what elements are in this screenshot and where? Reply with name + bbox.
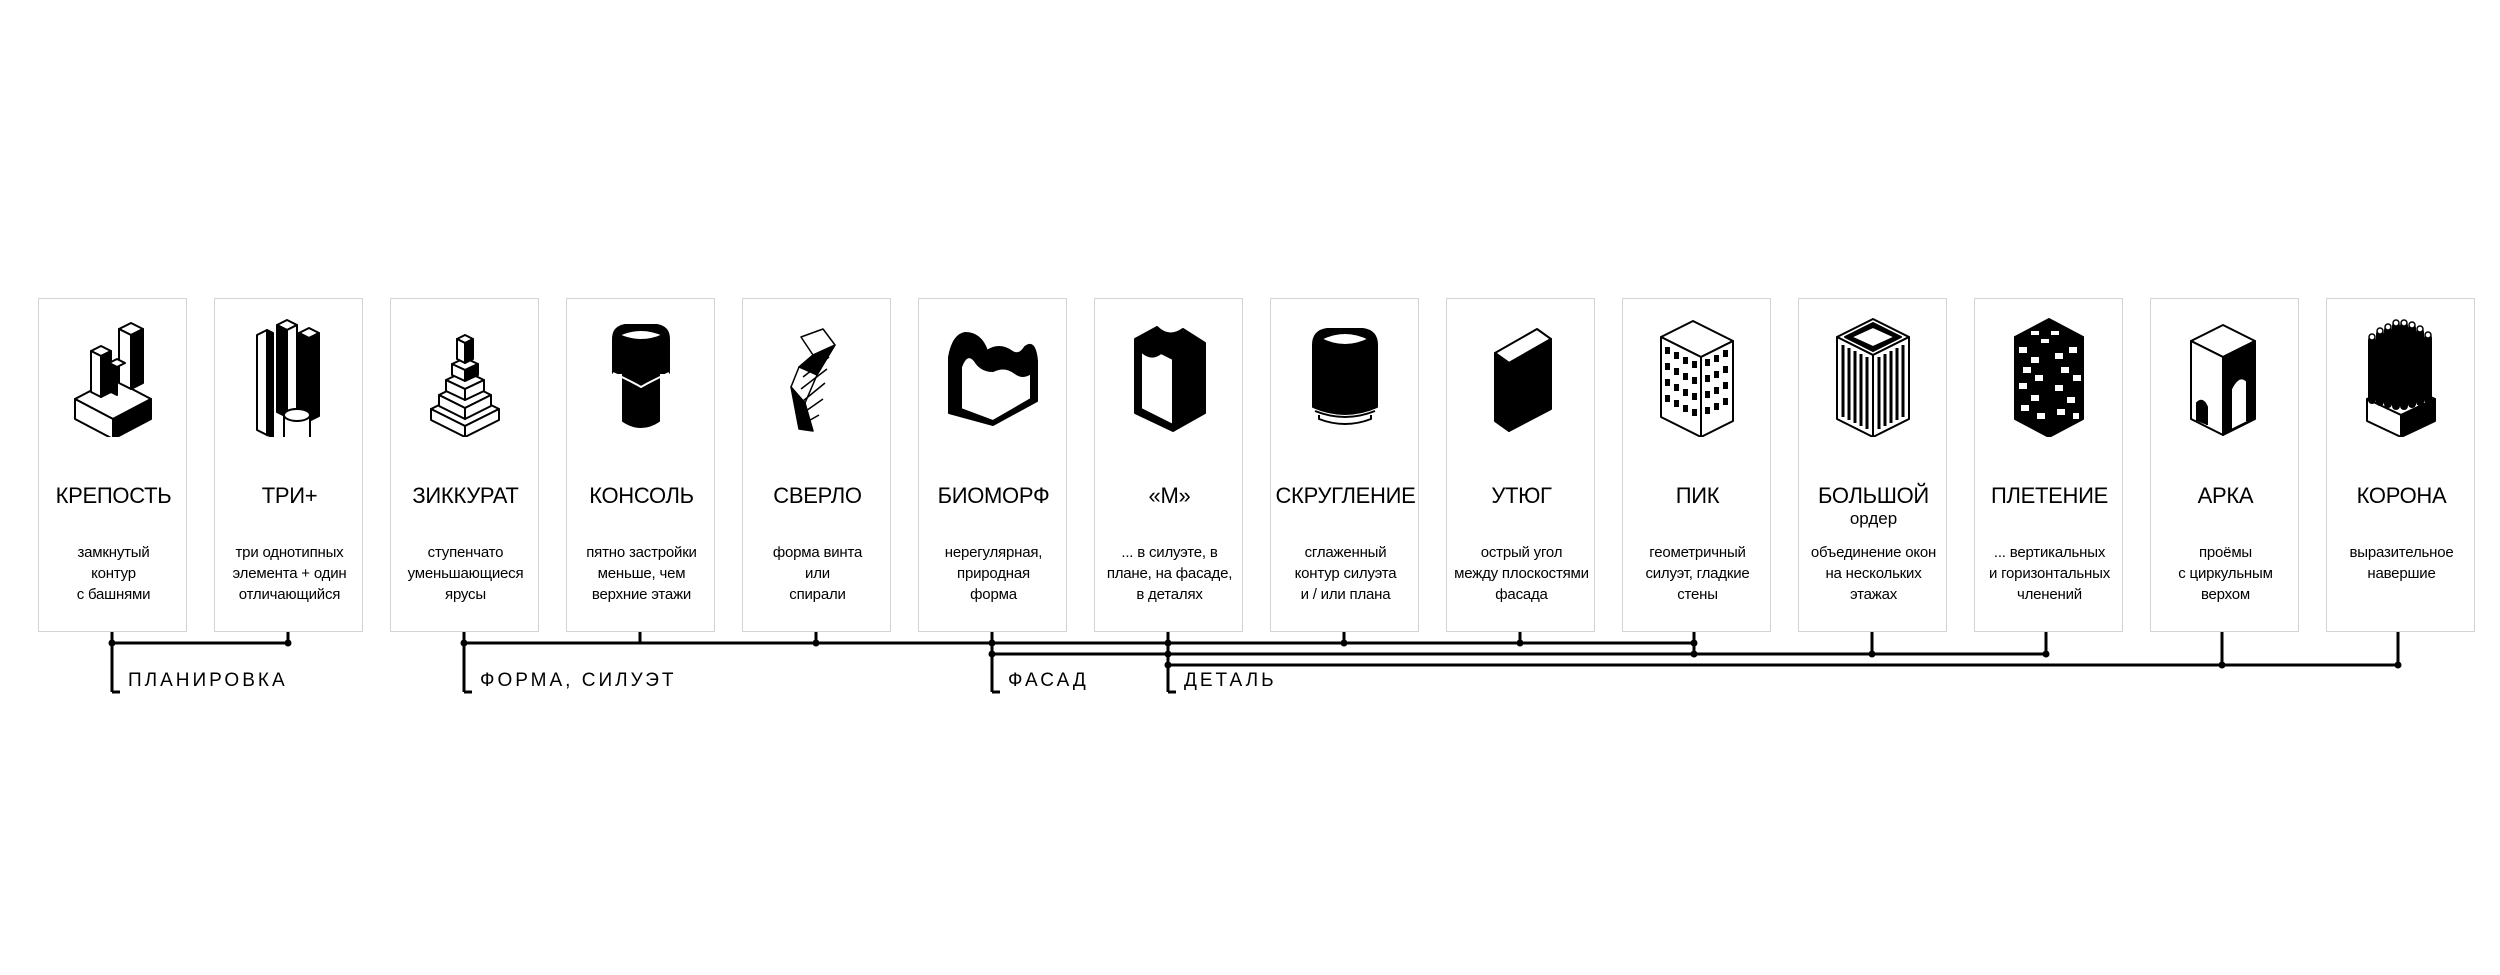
group-label-planirovka: ПЛАНИРОВКА	[128, 670, 288, 691]
card-sverlo: СВЕРЛО форма винта или спирали	[742, 298, 891, 632]
card-title: КОРОНА	[2356, 483, 2447, 508]
card-description: выразительное навершие	[2349, 544, 2454, 582]
card-title: БИОМОРФ	[937, 483, 1050, 508]
card-title: ПИК	[1675, 483, 1720, 508]
card-title: ПЛЕТЕНИЕ	[1990, 483, 2108, 508]
card-description: пятно застройки меньше, чем верхние этаж…	[586, 544, 697, 603]
card-utyug: УТЮГ острый угол между плоскостями фасад…	[1446, 298, 1595, 632]
card-korona: КОРОНА выразительное навершие	[2326, 298, 2475, 632]
peak-icon	[1623, 317, 1772, 437]
connector-detal	[1166, 632, 2400, 694]
card-skruglenie: СКРУГЛЕНИЕ сглаженный контур силуэта и /…	[1270, 298, 1419, 632]
arch-icon	[2151, 317, 2300, 437]
card-zikkurat: ЗИККУРАТ ступенчато уменьшающиеся ярусы	[390, 298, 539, 632]
card-title: ЗИККУРАТ	[412, 483, 519, 508]
card-title: АРКА	[2197, 483, 2254, 508]
card-description: нерегулярная, природная форма	[944, 544, 1043, 603]
group-label-detal: ДЕТАЛЬ	[1184, 670, 1277, 691]
card-description: сглаженный контур силуэта и / или плана	[1294, 544, 1397, 603]
card-title: «М»	[1148, 483, 1191, 508]
card-description: острый угол между плоскостями фасада	[1454, 544, 1589, 603]
three-plus-icon	[215, 317, 364, 437]
group-label-forma: ФОРМА, СИЛУЭТ	[480, 670, 677, 691]
card-title: БОЛЬШОЙ	[1818, 483, 1929, 508]
card-title: ТРИ+	[261, 483, 318, 508]
flatiron-icon	[1447, 317, 1596, 437]
card-title: КРЕПОСТЬ	[55, 483, 172, 508]
card-biomorf: БИОМОРФ нерегулярная, природная форма	[918, 298, 1067, 632]
card-description: форма винта или спирали	[772, 544, 863, 603]
group-label-fasad: ФАСАД	[1008, 670, 1089, 691]
card-description: замкнутый контур с башнями	[76, 544, 151, 603]
card-arka: АРКА проёмы с циркульным верхом	[2150, 298, 2299, 632]
card-m: «М» ... в силуэте, в плане, на фасаде, в…	[1094, 298, 1243, 632]
card-pik: ПИК геометричный силуэт, гладкие стены	[1622, 298, 1771, 632]
rounding-icon	[1271, 317, 1420, 437]
card-description: проёмы с циркульным верхом	[2178, 544, 2273, 603]
m-shape-icon	[1095, 317, 1244, 437]
card-krepost: КРЕПОСТЬ замкнутый контур с башнями	[38, 298, 187, 632]
console-icon	[567, 317, 716, 437]
card-tri: ТРИ+ три однотипных элемента + один отли…	[214, 298, 363, 632]
card-description: ступенчато уменьшающиеся ярусы	[407, 544, 524, 603]
card-description: три однотипных элемента + один отличающи…	[232, 544, 347, 603]
card-title: СКРУГЛЕНИЕ	[1275, 483, 1416, 508]
card-title: УТЮГ	[1491, 483, 1552, 508]
crown-icon	[2327, 317, 2476, 437]
card-title: СВЕРЛО	[773, 483, 862, 508]
card-description: ... вертикальных и горизонтальных членен…	[1988, 544, 2111, 603]
card-description: геометричный силуэт, гладкие стены	[1645, 544, 1750, 603]
fortress-icon	[39, 317, 188, 437]
big-order-icon	[1799, 317, 1948, 437]
card-konsol: КОНСОЛЬ пятно застройки меньше, чем верх…	[566, 298, 715, 632]
card-title: КОНСОЛЬ	[589, 483, 694, 508]
ziggurat-icon	[391, 317, 540, 437]
card-description: объединение окон на нескольких этажах	[1810, 544, 1937, 603]
card-pletenie: ПЛЕТЕНИЕ ... вертикальных и горизонтальн…	[1974, 298, 2123, 632]
card-description: ... в силуэте, в плане, на фасаде, в дет…	[1106, 544, 1233, 603]
card-subtitle: ордер	[1849, 509, 1898, 528]
biomorph-icon	[919, 317, 1068, 437]
card-bolshoy: БОЛЬШОЙ ордер объединение окон на нескол…	[1798, 298, 1947, 632]
drill-icon	[743, 317, 892, 437]
weaving-icon	[1975, 317, 2124, 437]
